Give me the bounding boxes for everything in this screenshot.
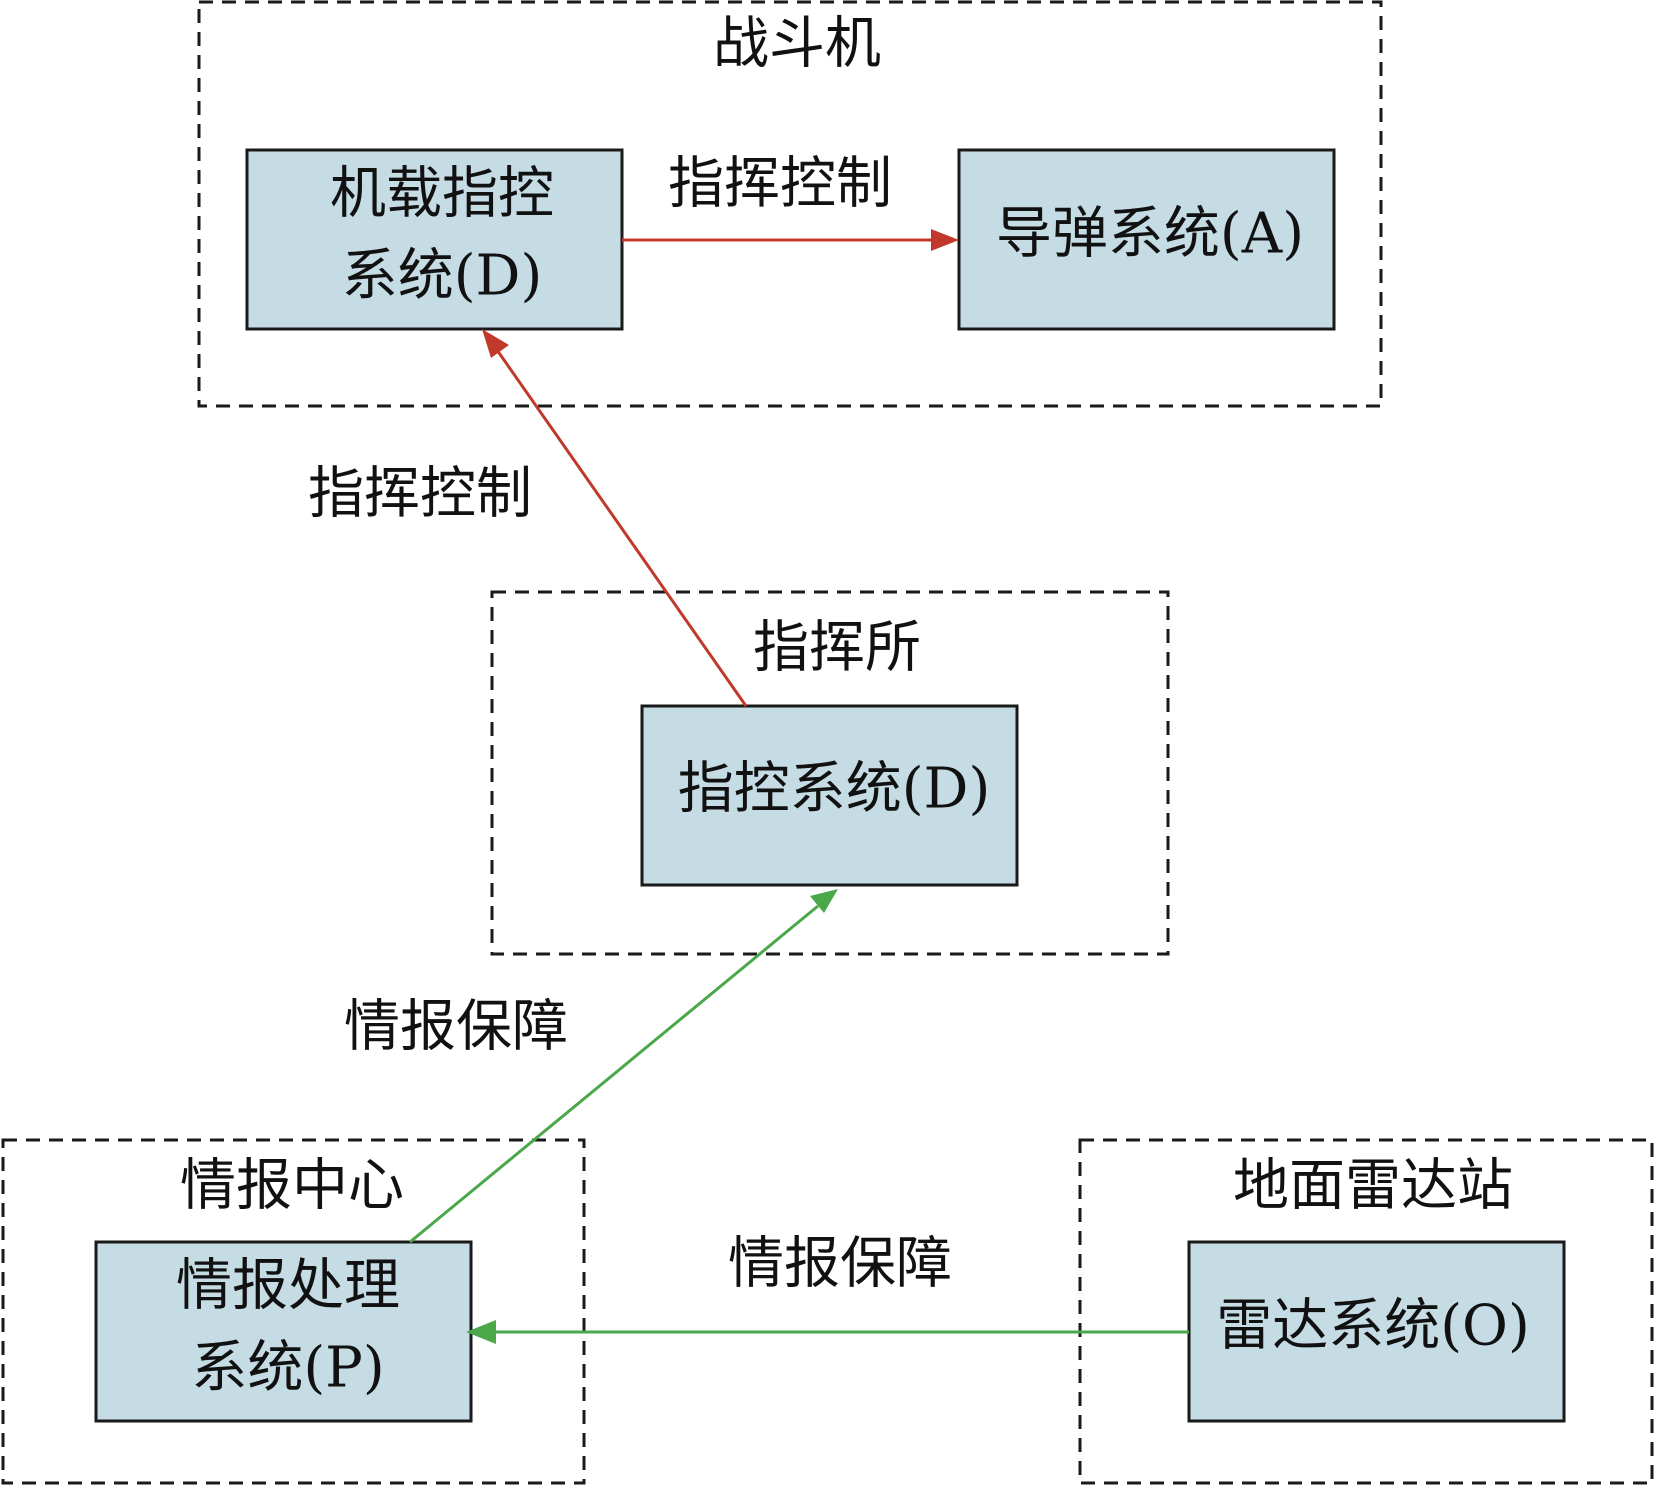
missile-label: 导弹系统(A) bbox=[996, 202, 1304, 267]
edge-label-intel-to-post: 情报保障 bbox=[344, 995, 568, 1060]
edge-label-radar-to-intel: 情报保障 bbox=[728, 1232, 952, 1297]
radar-label: 雷达系统(O) bbox=[1216, 1294, 1530, 1359]
arrowhead-c2-to-missile bbox=[931, 229, 959, 251]
edge-label-post-to-airborne: 指挥控制 bbox=[308, 462, 532, 527]
command-post-group-title: 指挥所 bbox=[753, 616, 921, 681]
ground-radar-group bbox=[1078, 1138, 1654, 1485]
command-post-group bbox=[490, 590, 1170, 956]
airborne-c2-label-line2: 系统(D) bbox=[342, 244, 543, 309]
ground-radar-group-title: 地面雷达站 bbox=[1233, 1154, 1513, 1219]
edge-label-c2-to-missile: 指挥控制 bbox=[668, 152, 892, 217]
edge-intel-to-post bbox=[409, 904, 819, 1244]
fighter-group bbox=[197, 0, 1383, 408]
missile-node bbox=[957, 148, 1336, 331]
arrowhead-intel-to-post bbox=[810, 889, 838, 913]
c2-label: 指控系统(D) bbox=[678, 757, 991, 822]
edge-post-to-airborne bbox=[495, 349, 748, 707]
arrowhead-post-to-airborne bbox=[482, 329, 509, 358]
intel-proc-label-line2: 系统(P) bbox=[191, 1336, 384, 1401]
c2-node bbox=[640, 704, 1019, 887]
airborne-c2-node bbox=[245, 148, 624, 331]
airborne-c2-label-line1: 机载指控 bbox=[330, 162, 554, 227]
intel-center-group-title: 情报中心 bbox=[180, 1154, 404, 1219]
arrowhead-radar-to-intel bbox=[466, 1320, 496, 1344]
intel-proc-node bbox=[94, 1240, 473, 1423]
intel-proc-label-line1: 情报处理 bbox=[176, 1254, 400, 1319]
fighter-group-title: 战斗机 bbox=[713, 12, 881, 77]
